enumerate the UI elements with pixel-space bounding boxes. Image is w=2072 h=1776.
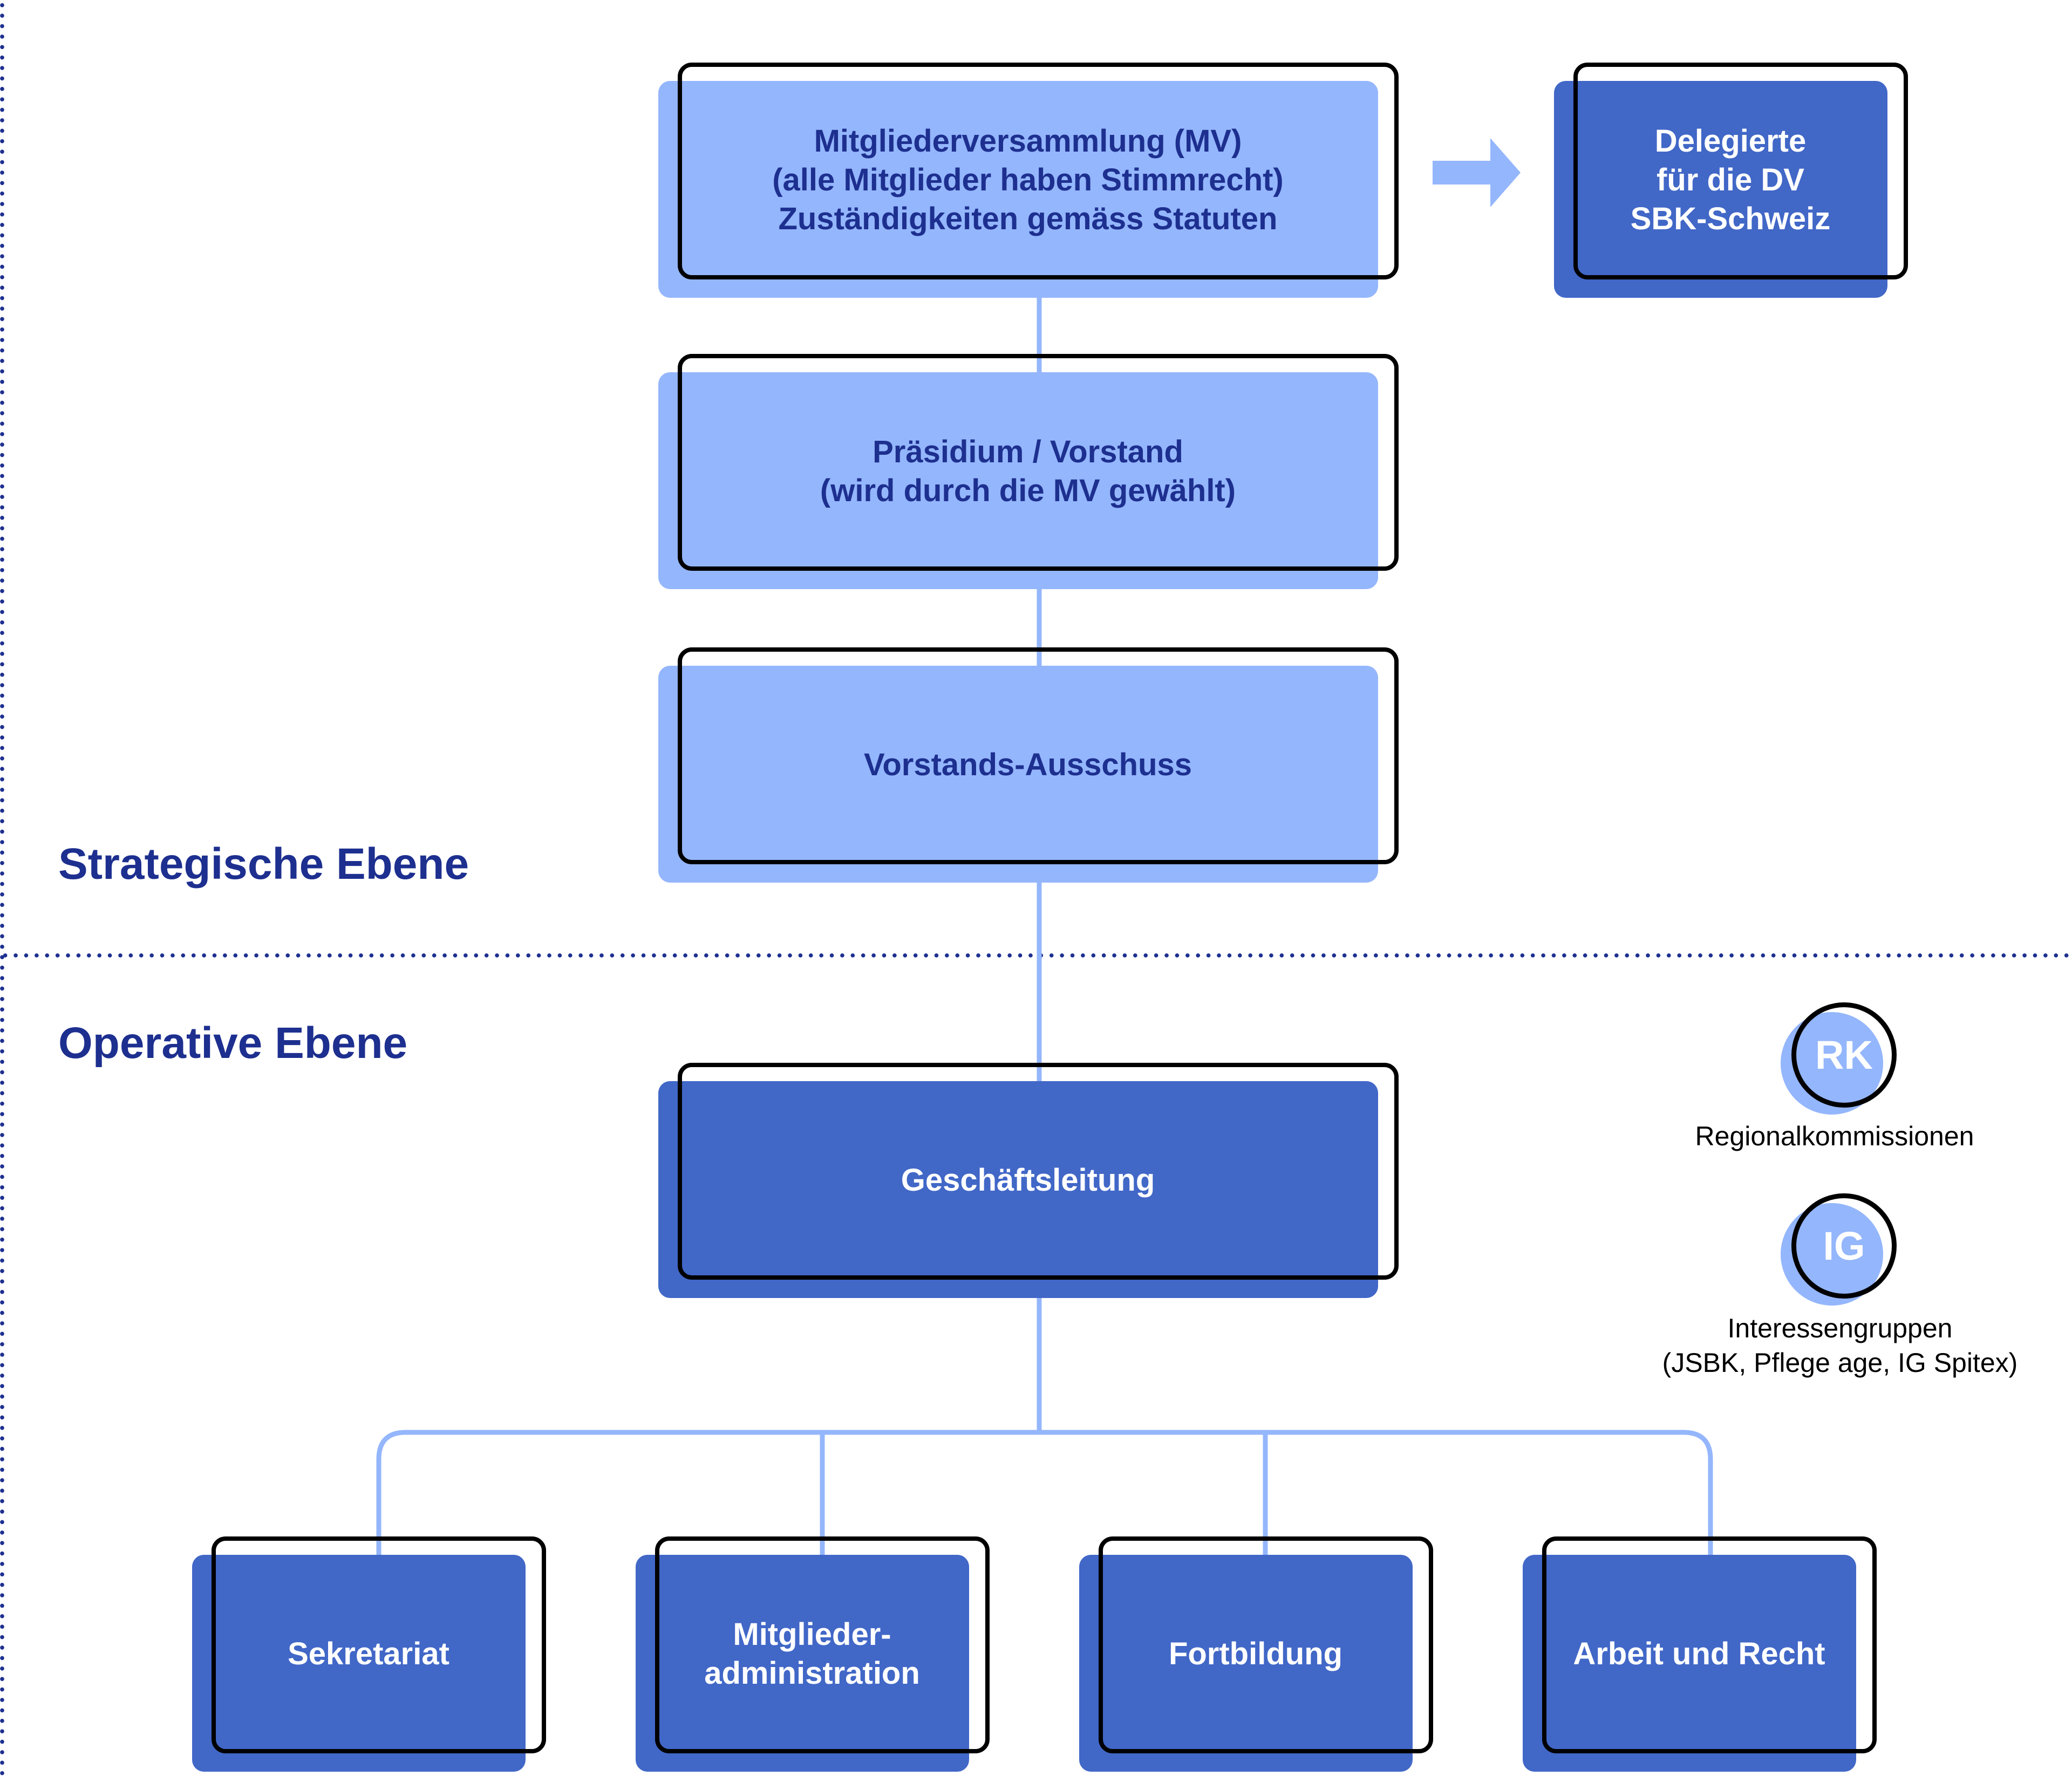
operative-level-label: Operative Ebene xyxy=(58,1019,408,1068)
node-sekretariat: Sekretariat xyxy=(192,1536,546,1772)
node-praesidium-vorstand-label: Präsidium / Vorstand (wird durch die MV … xyxy=(820,434,1236,508)
left-dotted-border xyxy=(0,0,4,1776)
node-vorstands-ausschuss: Vorstands-Ausschuss xyxy=(658,647,1399,883)
node-delegierte: Delegierte für die DV SBK-Schweiz xyxy=(1554,63,1908,298)
badge-rk-abbr: RK xyxy=(1815,1033,1873,1077)
badge-interessengruppen: IG xyxy=(1781,1193,1897,1309)
connector-bus xyxy=(376,1430,1713,1559)
node-delegierte-label: Delegierte für die DV SBK-Schweiz xyxy=(1630,124,1831,236)
node-sekretariat-label: Sekretariat xyxy=(288,1636,449,1671)
badge-regionalkommissionen-caption: Regionalkommissionen xyxy=(1695,1121,1974,1151)
node-arbeit-und-recht-label: Arbeit und Recht xyxy=(1573,1636,1825,1671)
level-divider xyxy=(0,953,2072,958)
node-mitgliederadministration: Mitglieder- administration xyxy=(636,1536,990,1772)
badge-ig-abbr: IG xyxy=(1823,1224,1865,1268)
arrow-icon xyxy=(1433,138,1521,207)
node-geschaeftsleitung: Geschäftsleitung xyxy=(658,1063,1399,1298)
node-mitgliederadministration-label: Mitglieder- administration xyxy=(704,1617,920,1691)
node-fortbildung-label: Fortbildung xyxy=(1168,1636,1343,1671)
node-arbeit-und-recht: Arbeit und Recht xyxy=(1523,1536,1877,1772)
badge-regionalkommissionen: RK xyxy=(1781,1002,1897,1118)
node-vorstands-ausschuss-label: Vorstands-Ausschuss xyxy=(863,747,1192,782)
node-mitgliederversammlung-label: Mitgliederversammlung (MV) (alle Mitglie… xyxy=(772,124,1284,236)
strategic-level-label: Strategische Ebene xyxy=(58,839,469,889)
node-praesidium-vorstand: Präsidium / Vorstand (wird durch die MV … xyxy=(658,354,1399,589)
node-fortbildung: Fortbildung xyxy=(1079,1536,1433,1772)
node-geschaeftsleitung-label: Geschäftsleitung xyxy=(901,1163,1155,1198)
node-mitgliederversammlung: Mitgliederversammlung (MV) (alle Mitglie… xyxy=(658,63,1399,298)
badge-interessengruppen-caption: Interessengruppen (JSBK, Pflege age, IG … xyxy=(1662,1313,2018,1378)
